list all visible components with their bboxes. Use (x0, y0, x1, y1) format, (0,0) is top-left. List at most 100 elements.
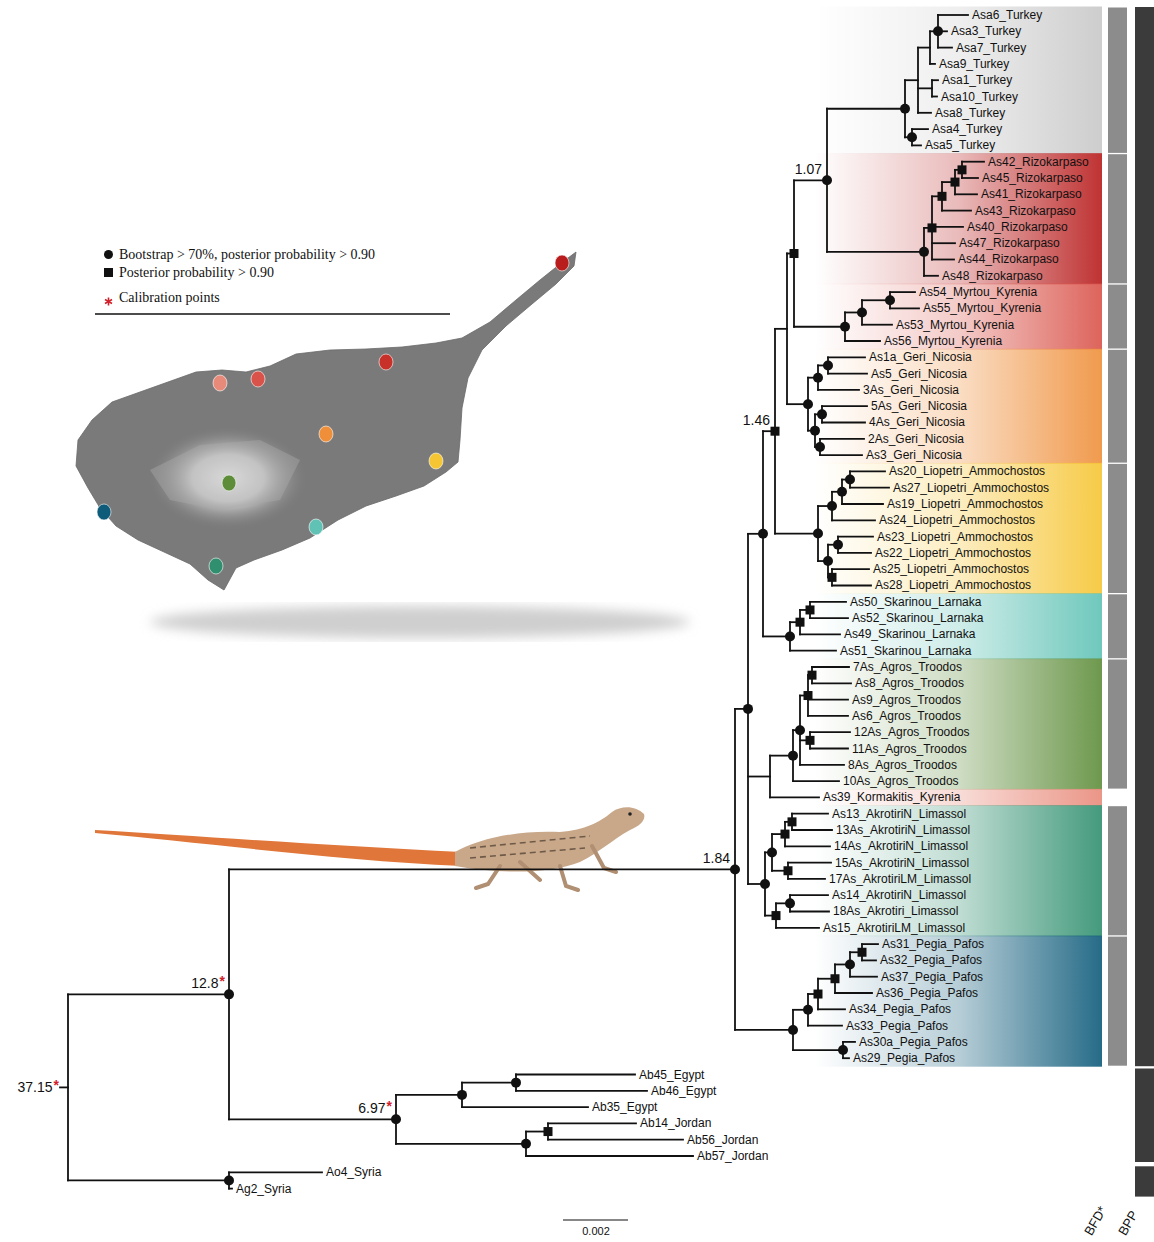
tree-branch (842, 503, 883, 505)
support-circle (767, 847, 777, 857)
tree-branch (912, 128, 928, 130)
support-circle (803, 399, 813, 409)
tip-label: As24_Liopetri_Ammochostos (879, 513, 1035, 527)
tree-branch (462, 1082, 516, 1084)
tip-label: Asa10_Turkey (941, 90, 1018, 104)
band-fill (815, 284, 1102, 350)
tree-branch (930, 63, 935, 65)
tree-branch (850, 470, 885, 472)
tree-branch (229, 1118, 396, 1120)
tree-branch (818, 389, 859, 391)
site-dot (309, 519, 323, 535)
support-circle (224, 1175, 234, 1185)
tree-branch (229, 1188, 232, 1190)
site-dot (213, 375, 227, 391)
tree-branch (862, 943, 878, 945)
tree-branch (905, 79, 918, 81)
support-square (781, 830, 790, 839)
clade-band: As39_Kormakitis_Kyrenia (815, 789, 1102, 806)
tip-label: As51_Skarinou_Larnaka (840, 644, 971, 658)
tip-label: As36_Pegia_Pafos (876, 986, 978, 1000)
asterisk-stroke (105, 300, 112, 304)
tree-branch (862, 960, 876, 962)
bpp-bar (1135, 7, 1154, 1066)
tree-branch (808, 715, 848, 717)
tip-label: Asa9_Turkey (939, 57, 1009, 71)
tip-label: 15As_AkrotiriN_Limassol (835, 856, 969, 870)
legend-item: Calibration points (104, 289, 220, 306)
tip-label: Ag2_Syria (236, 1182, 291, 1196)
tree-branch (812, 666, 849, 668)
tree-branch (918, 47, 930, 49)
support-square (804, 691, 813, 700)
band-fill (815, 789, 1102, 806)
tree-branch (229, 869, 735, 871)
tip-label: Ab56_Jordan (687, 1133, 758, 1147)
support-circle (788, 1025, 798, 1035)
legend-text: Posterior probability > 0.90 (119, 264, 274, 281)
tree-branch (790, 911, 829, 913)
tip-label: As50_Skarinou_Larnaka (850, 595, 981, 609)
tip-label: 4As_Geri_Nicosia (869, 415, 965, 429)
support-square (814, 990, 823, 999)
support-circle (822, 175, 832, 185)
tree-branch (832, 568, 869, 570)
tip-label: As37_Pegia_Pafos (881, 970, 983, 984)
tree-branch (850, 487, 889, 489)
support-circle (760, 879, 770, 889)
bfd-bar (1108, 594, 1127, 658)
tree-branch (929, 31, 931, 64)
tip-label: As1a_Geri_Nicosia (869, 350, 972, 364)
support-square (958, 165, 967, 174)
tree-branch (792, 829, 832, 831)
scale-bar (563, 1219, 628, 1220)
lizard-legs (476, 846, 616, 890)
tip-label: Asa6_Turkey (972, 8, 1042, 22)
tree-branch (938, 14, 968, 16)
tip-label: Asa1_Turkey (942, 73, 1012, 87)
support-circle (823, 556, 833, 566)
support-square (938, 192, 947, 201)
bfd-bar (1108, 285, 1127, 349)
band-fill (815, 153, 1102, 284)
support-circle (224, 989, 234, 999)
tree-branch (785, 845, 830, 847)
tip-label: As44_Rizokarpaso (958, 252, 1059, 266)
tip-label: 7As_Agros_Troodos (853, 660, 962, 674)
tree-branch (788, 878, 825, 880)
tree-branch (516, 1090, 647, 1092)
band-fill (815, 936, 1102, 1067)
site-dot (251, 371, 265, 387)
support-square (858, 948, 867, 957)
bfd-bar (1108, 154, 1127, 283)
legend-item: Bootstrap > 70%, posterior probability >… (104, 246, 375, 263)
tree-branch (838, 552, 871, 554)
tree-branch (808, 1025, 842, 1027)
support-circle (758, 529, 768, 539)
tree-branch (955, 193, 977, 195)
tree-branch (810, 731, 850, 733)
circle-swatch (104, 250, 113, 259)
tree-branch (843, 1041, 855, 1043)
support-circle (743, 704, 753, 714)
tree-branch (808, 699, 848, 701)
tip-label: As9_Agros_Troodos (852, 693, 961, 707)
tree-branch (962, 177, 978, 179)
tree-branch (793, 1049, 843, 1051)
band-fill (815, 349, 1102, 464)
tip-label: As5_Geri_Nicosia (871, 367, 967, 381)
tip-label: Ab46_Egypt (651, 1084, 716, 1098)
tree-branch (931, 80, 933, 96)
tree-branch (810, 601, 846, 603)
bfd-bar (1108, 660, 1127, 789)
relief-shade (150, 440, 300, 510)
site-dot (319, 426, 333, 442)
tip-label: Ab35_Egypt (592, 1100, 657, 1114)
tip-label: 2As_Geri_Nicosia (868, 432, 964, 446)
support-circle (457, 1090, 467, 1100)
tree-branch (938, 47, 952, 49)
tip-label: Asa8_Turkey (935, 106, 1005, 120)
tip-label: As28_Liopetri_Ammochostos (875, 578, 1031, 592)
node-age: 1.84 (703, 850, 730, 867)
tree-branch (942, 210, 971, 212)
